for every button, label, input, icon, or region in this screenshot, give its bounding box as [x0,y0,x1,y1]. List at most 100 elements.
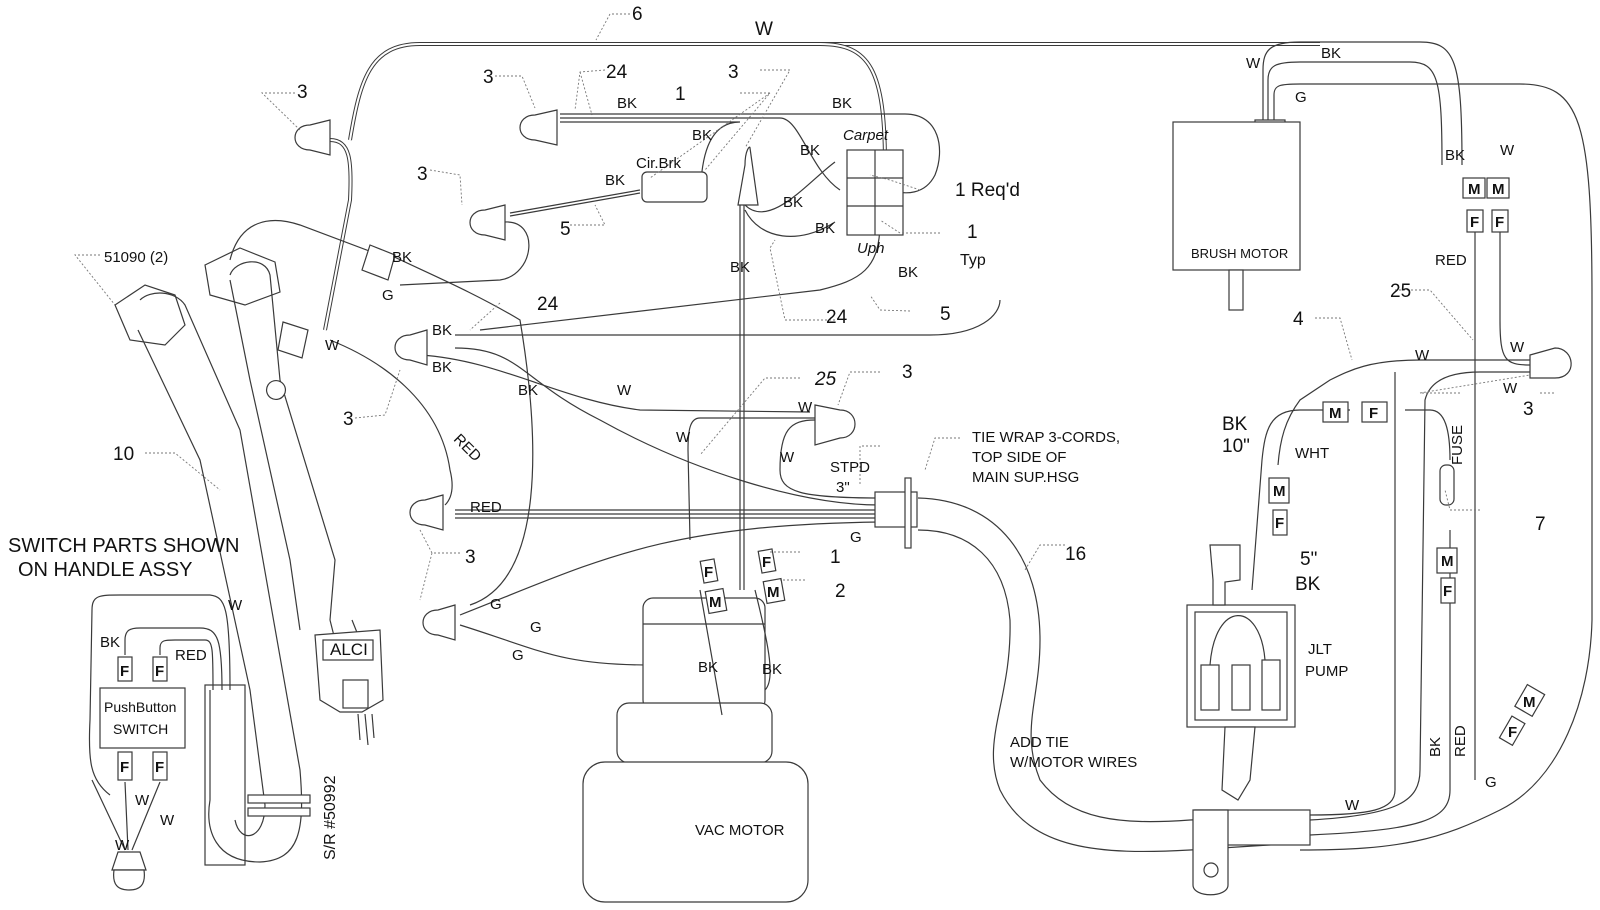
wire-label-bk: BK [730,259,750,276]
callout-25: 25 [1390,281,1411,302]
callout-24: 24 [537,294,559,315]
vac-motor-label: VAC MOTOR [695,822,785,839]
carpet-uph-switch-block [846,149,904,236]
note-add-tie-2: W/MOTOR WIRES [1010,754,1137,771]
hose-connector-w [277,321,309,359]
note-stpd-2: 3" [836,479,850,496]
connector-m: M [1468,181,1481,198]
wire-label-bk: BK [605,172,625,189]
note-bk-10-2: 10" [1222,436,1250,457]
wire-nut-right [1529,347,1572,379]
note-bk-10-1: BK [1222,414,1248,435]
connector-f: F [1495,214,1504,231]
connector-m: M [767,584,780,601]
wire-label-w: W [798,399,813,416]
alci-plug [314,619,384,746]
wire-harness-top [348,42,1320,166]
wire-label-bk: BK [1445,147,1465,164]
jlt-pump-label-1: JLT [1308,641,1332,658]
wire-label-bk: BK [1321,45,1341,62]
uph-label: Uph [857,240,885,257]
connector-f: F [120,759,129,776]
wire-label-bk: BK [617,95,637,112]
wire-nuts [294,109,856,641]
wire-label-w: W [1510,339,1525,356]
callout-3: 3 [343,409,354,430]
wire-label-g: G [490,596,502,613]
brush-motor [1172,41,1593,851]
note-one-typ-2: Typ [960,252,986,269]
connector-m: M [1329,405,1342,422]
wire-label-bk: BK [898,264,918,281]
callout-24: 24 [606,62,628,83]
brush-motor-connectors [1462,177,1531,780]
wire-label-w: W [617,382,632,399]
wire-label-bk: BK [392,249,412,266]
connector-f: F [704,564,713,581]
wire-label-red: RED [175,647,207,664]
wire-label-g: G [382,287,394,304]
wire-label-g: G [530,619,542,636]
connector-f: F [120,663,129,680]
wire-label-red: RED [1435,252,1467,269]
hose-assembly-left [114,219,381,866]
note-switch-parts-1: SWITCH PARTS SHOWN [8,535,239,557]
alci-label: ALCI [330,640,368,659]
note-bk-5-2: BK [1295,574,1321,595]
wire-label-w: W [115,837,130,854]
wire-label-bk: BK [432,322,452,339]
wire-label-bk: BK [698,659,718,676]
callout-51090: 51090 (2) [104,249,168,266]
note-stpd-1: STPD [830,459,870,476]
wire-label-bk: BK [518,382,538,399]
callout-10: 10 [113,444,134,465]
jlt-pump-label-2: PUMP [1305,663,1348,680]
callout-5: 5 [560,219,571,240]
wire-label-w: W [755,19,773,40]
jlt-pump [1186,544,1296,801]
wire-label-bk: BK [100,634,120,651]
connector-m: M [1492,181,1505,198]
connector-m: M [1441,553,1454,570]
mounting-bracket [1192,809,1311,896]
connector-f: F [1470,214,1479,231]
circuit-breaker [641,171,708,203]
note-add-tie-1: ADD TIE [1010,734,1069,751]
pushbutton-label-2: SWITCH [113,721,168,737]
connector-f: F [1443,583,1452,600]
connector-f: F [1275,515,1284,532]
hose-16 [917,497,1301,853]
carpet-label: Carpet [843,127,889,144]
wire-label-bk: BK [800,142,820,159]
connector-f: F [1369,405,1378,422]
wire-runs-center [329,249,1001,666]
wire-label-bk: BK [815,220,835,237]
wire-label-w: W [325,337,340,354]
wire-label-g: G [1485,774,1497,791]
connector-f: F [1508,724,1517,741]
connector-m: M [1273,483,1286,500]
callout-3: 3 [417,164,428,185]
connector-labels: M M F F M F M F M F M F F M F M F F F F [120,181,1536,776]
wire-label-red: RED [1452,725,1469,757]
note-tie-wrap-3: MAIN SUP.HSG [972,469,1079,486]
wire-label-red: RED [450,431,485,466]
connector-f: F [155,759,164,776]
wire-label-w: W [1246,55,1261,72]
callout-3: 3 [483,67,494,88]
note-one-reqd: 1 Req'd [955,180,1020,201]
cir-brk-label: Cir.Brk [636,155,682,172]
wire-label-bk: BK [762,661,782,678]
hose-connector-bk [361,244,396,281]
callout-16: 16 [1065,544,1086,565]
wire-label-bk: BK [1427,737,1444,757]
brush-motor-label: BRUSH MOTOR [1191,246,1288,261]
callout-1: 1 [830,547,841,568]
callout-5: 5 [940,304,951,325]
wire-label-bk: BK [832,95,852,112]
note-tie-wrap-2: TOP SIDE OF [972,449,1066,466]
callout-3: 3 [297,82,308,103]
callout-1: 1 [675,84,686,105]
tie-wrap [904,477,912,549]
